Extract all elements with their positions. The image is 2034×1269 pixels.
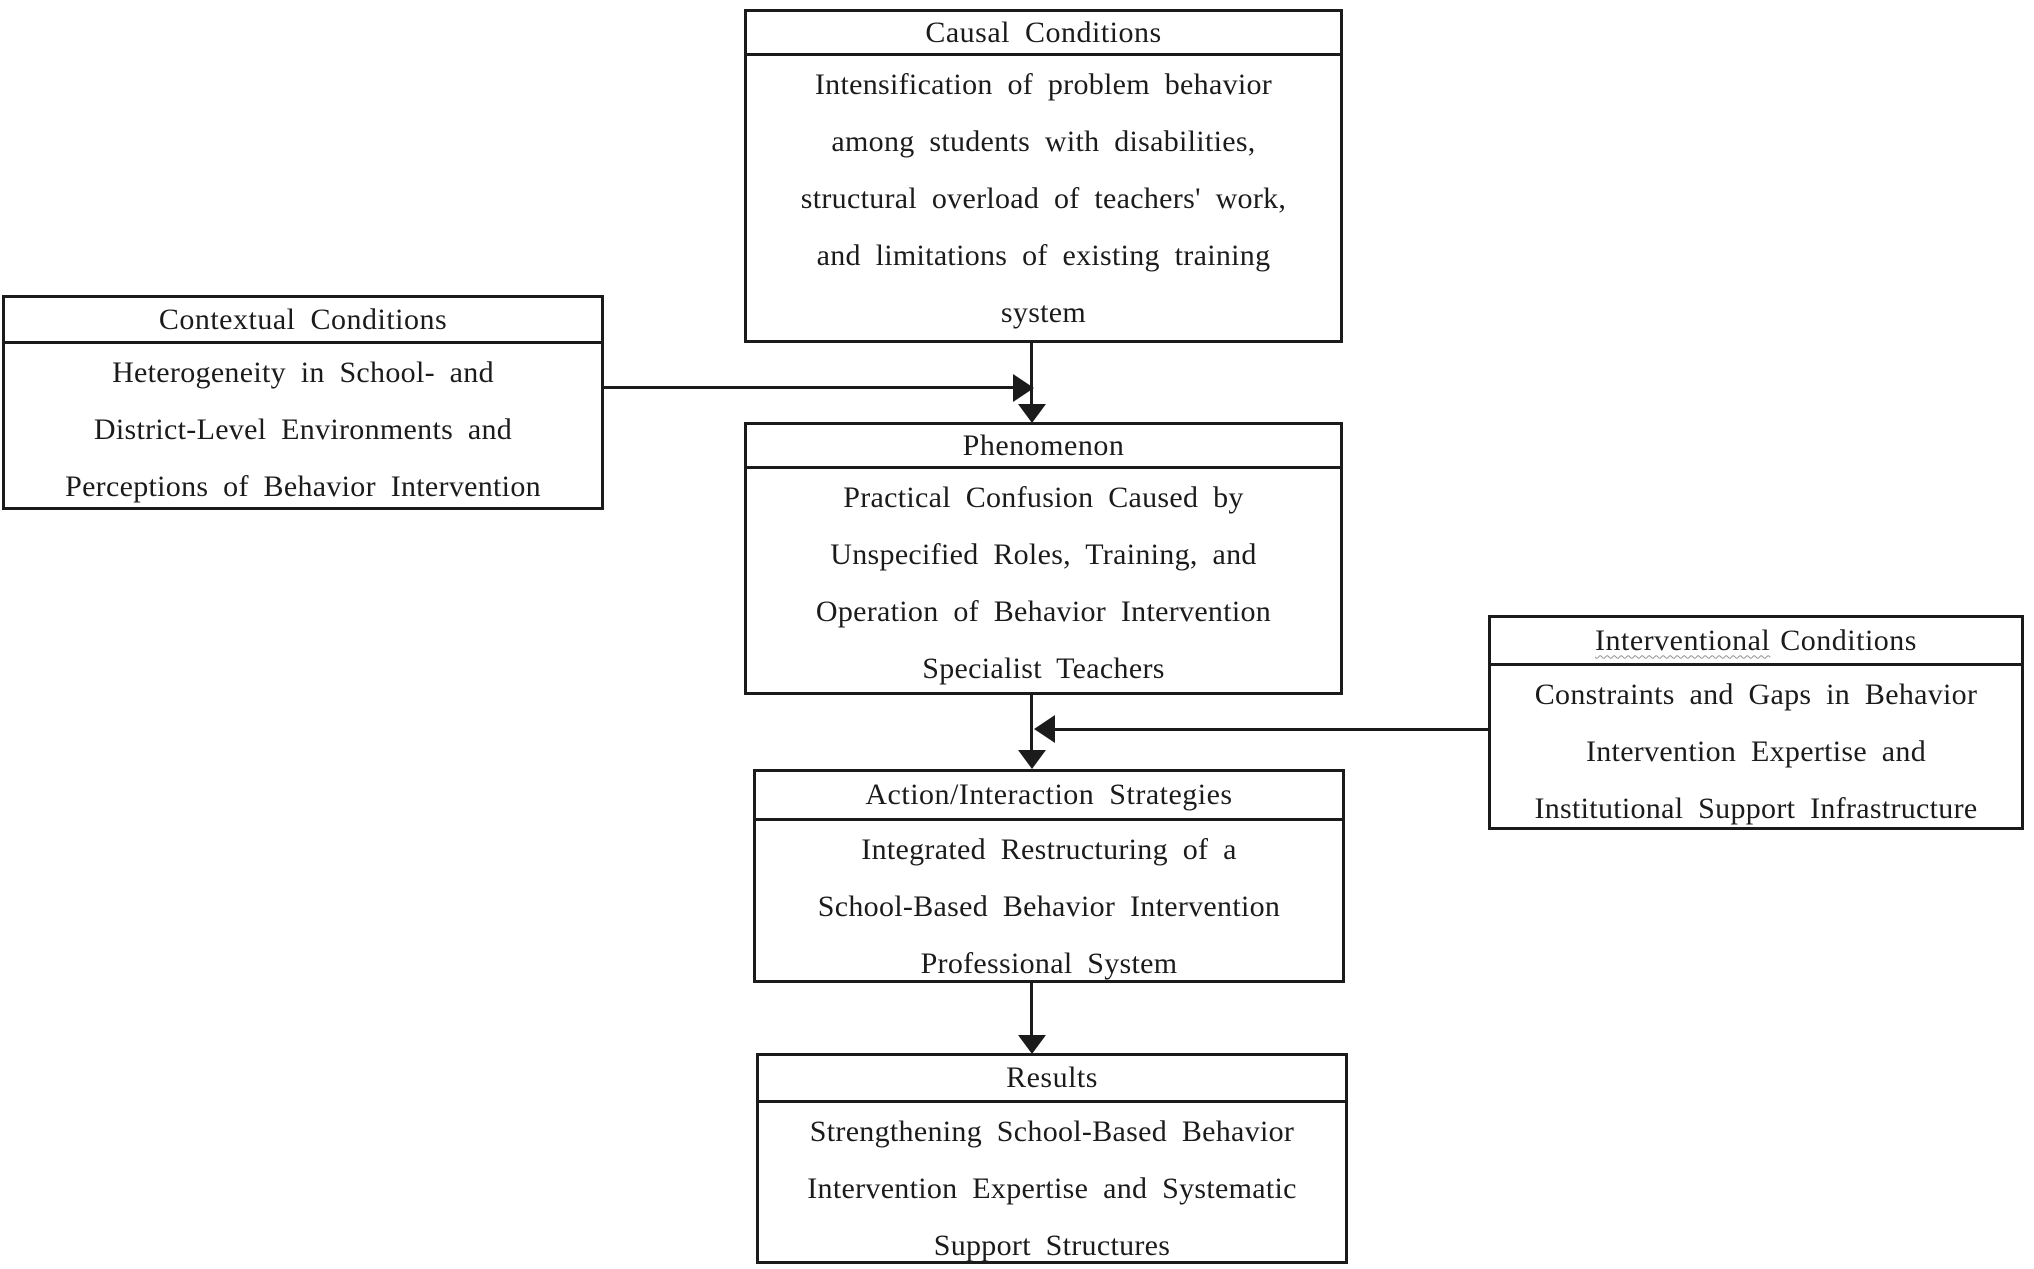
contextual-conditions-box: Contextual Conditions Heterogeneity in S… bbox=[2, 295, 604, 510]
phenomenon-text: Practical Confusion Caused by Unspecifie… bbox=[815, 481, 1272, 685]
interventional-to-junction-line bbox=[1055, 728, 1488, 731]
phenomenon-box: Phenomenon Practical Confusion Caused by… bbox=[744, 422, 1343, 695]
phenomenon-title: Phenomenon bbox=[747, 425, 1340, 469]
causal-conditions-box: Causal Conditions Intensification of pro… bbox=[744, 9, 1343, 343]
phenomenon-to-action-line bbox=[1030, 695, 1033, 751]
interventional-arrowhead-icon bbox=[1034, 715, 1055, 743]
contextual-conditions-text: Heterogeneity in School- and District-Le… bbox=[65, 356, 541, 503]
contextual-conditions-title: Contextual Conditions bbox=[5, 298, 601, 344]
interventional-conditions-title: Interventional Conditions bbox=[1491, 618, 2021, 666]
results-box: Results Strengthening School-Based Behav… bbox=[756, 1053, 1348, 1264]
contextual-to-junction-line bbox=[603, 386, 1015, 389]
interventional-conditions-text: Constraints and Gaps in Behavior Interve… bbox=[1534, 678, 1978, 825]
causal-conditions-title: Causal Conditions bbox=[747, 12, 1340, 56]
phenomenon-to-action-arrowhead-icon bbox=[1018, 750, 1046, 769]
action-interaction-strategies-title: Action/Interaction Strategies bbox=[756, 772, 1342, 821]
causal-to-phenomenon-arrowhead-icon bbox=[1018, 404, 1046, 423]
action-to-results-arrowhead-icon bbox=[1018, 1035, 1046, 1054]
causal-conditions-text: Intensification of problem behavior amon… bbox=[800, 68, 1287, 329]
action-to-results-line bbox=[1030, 983, 1033, 1036]
interventional-title-word-rest: Conditions bbox=[1780, 623, 1917, 657]
results-text: Strengthening School-Based Behavior Inte… bbox=[807, 1115, 1297, 1262]
interventional-conditions-box: Interventional Conditions Constraints an… bbox=[1488, 615, 2024, 830]
action-interaction-strategies-text: Integrated Restructuring of a School-Bas… bbox=[817, 833, 1281, 980]
action-interaction-strategies-box: Action/Interaction Strategies Integrated… bbox=[753, 769, 1345, 983]
interventional-title-word-underlined: Interventional bbox=[1595, 623, 1771, 657]
results-title: Results bbox=[759, 1056, 1345, 1103]
contextual-arrowhead-icon bbox=[1013, 374, 1034, 402]
